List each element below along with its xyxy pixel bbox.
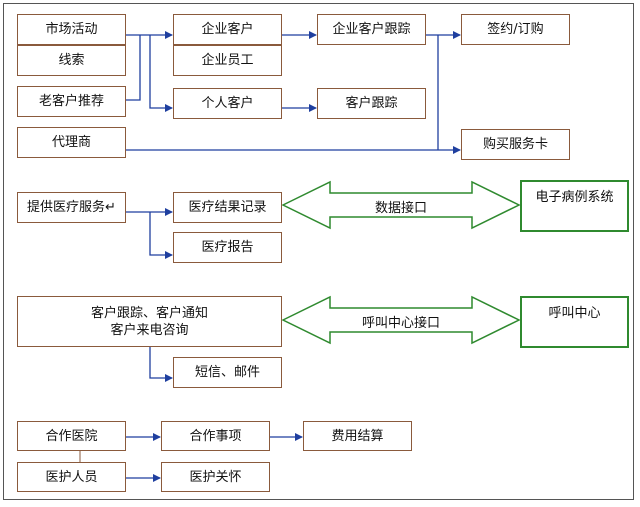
box-sign-order-label: 签约/订购: [487, 22, 544, 37]
box-provide-medical-service-label: 提供医疗服务↵: [27, 200, 116, 215]
box-buy-service-card: 购买服务卡: [461, 129, 570, 160]
box-partner-hospital-label: 合作医院: [45, 428, 98, 444]
box-provide-medical-service: 提供医疗服务↵: [17, 192, 126, 223]
box-old-customer-referral-label: 老客户推荐: [38, 94, 104, 109]
conn-notify-to-sms: [149, 346, 173, 382]
box-enterprise-customer-label: 企业客户: [201, 22, 254, 37]
box-cooperation-items: 合作事项: [161, 421, 270, 451]
box-medical-report-label: 医疗报告: [201, 240, 254, 255]
box-call-center-label: 呼叫中心: [548, 306, 601, 321]
box-sms-mail-label: 短信、邮件: [194, 365, 260, 380]
diagram-frame: [3, 3, 634, 500]
box-sign-order: 签约/订购: [461, 14, 570, 45]
call-center-interface-label: 呼叫中心接口: [361, 316, 440, 331]
call-center-interface-arrow: [281, 295, 521, 345]
box-agent: 代理商: [17, 127, 126, 158]
box-partner-hospital: 合作医院: [17, 421, 126, 451]
data-interface-label: 数据接口: [374, 201, 427, 216]
box-customer-notify: 客户跟踪、客户通知 客户来电咨询: [17, 296, 282, 347]
box-enterprise-customer: 企业客户: [173, 14, 282, 45]
box-medical-care: 医护关怀: [161, 462, 270, 492]
conn-bus-branch: [149, 35, 173, 112]
box-leads-label: 线索: [58, 53, 85, 68]
box-leads: 线索: [17, 45, 126, 76]
box-medical-care-label: 医护关怀: [189, 469, 242, 485]
box-individual-customer-label: 个人客户: [201, 96, 254, 111]
box-enterprise-employee-label: 企业员工: [201, 53, 254, 68]
box-medical-result-record: 医疗结果记录: [173, 192, 282, 223]
box-enterprise-customer-tracking-label: 企业客户跟踪: [332, 22, 411, 37]
box-emr-system-label: 电子病例系统: [535, 190, 614, 205]
box-emr-system: 电子病例系统: [520, 180, 629, 232]
box-market-activity-label: 市场活动: [45, 22, 98, 37]
box-medical-staff: 医护人员: [17, 462, 126, 492]
box-cooperation-items-label: 合作事项: [189, 428, 242, 444]
box-medical-staff-label: 医护人员: [45, 469, 98, 485]
conn-sources-bus: [126, 35, 141, 101]
box-medical-result-record-label: 医疗结果记录: [188, 200, 267, 215]
box-sms-mail: 短信、邮件: [173, 357, 282, 388]
box-call-center: 呼叫中心: [520, 296, 629, 348]
box-customer-tracking-label: 客户跟踪: [345, 96, 398, 111]
box-old-customer-referral: 老客户推荐: [17, 86, 126, 117]
box-customer-tracking: 客户跟踪: [317, 88, 426, 119]
box-enterprise-customer-tracking: 企业客户跟踪: [317, 14, 426, 45]
box-fee-settlement-label: 费用结算: [331, 428, 384, 444]
box-customer-notify-label: 客户跟踪、客户通知 客户来电咨询: [90, 305, 208, 338]
box-medical-report: 医疗报告: [173, 232, 282, 263]
conn-service-to-report: [149, 212, 173, 259]
data-interface-arrow: [281, 180, 521, 230]
box-individual-customer: 个人客户: [173, 88, 282, 119]
box-market-activity: 市场活动: [17, 14, 126, 45]
box-fee-settlement: 费用结算: [303, 421, 412, 451]
box-agent-label: 代理商: [51, 135, 91, 150]
box-buy-service-card-label: 购买服务卡: [482, 137, 548, 152]
box-enterprise-employee: 企业员工: [173, 45, 282, 76]
